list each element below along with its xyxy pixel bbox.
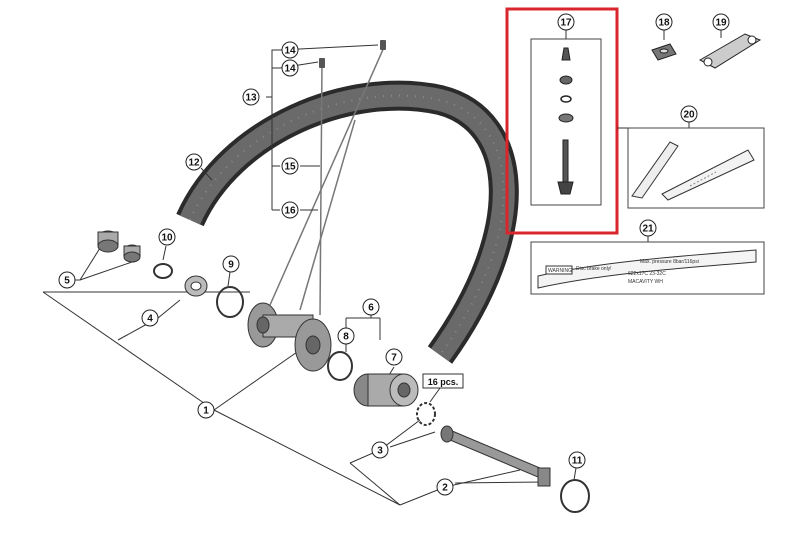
- spoke-nipples: [319, 40, 386, 68]
- leader-lines: [42, 44, 577, 506]
- callout-15: 15: [281, 157, 299, 175]
- rim: [176, 80, 519, 364]
- svg-text:2: 2: [442, 483, 448, 494]
- svg-text:14: 14: [284, 64, 296, 75]
- callouts: 1 2 3 4 5 6 7 8 9 10 11 12 13 14 14 15 1…: [58, 13, 730, 496]
- valve-nut: [559, 75, 573, 85]
- tape-box: [627, 127, 765, 209]
- svg-text:14: 14: [284, 46, 296, 57]
- svg-text:8: 8: [343, 332, 349, 343]
- callout-11: 11: [568, 451, 586, 469]
- svg-text:21: 21: [642, 224, 654, 235]
- rim-tape-roll: [661, 149, 755, 201]
- valve-grommet: [558, 113, 574, 123]
- rim-decal: WARNING Disc brake only! Max. pressure 8…: [537, 249, 757, 289]
- callout-1: 1: [197, 401, 215, 419]
- svg-text:4: 4: [147, 314, 153, 325]
- callout-13: 13: [242, 88, 260, 106]
- callout-6: 6: [362, 298, 380, 316]
- tubeless-valve: [557, 139, 574, 195]
- label-line3: 622x17C 23-32C: [628, 271, 666, 277]
- snap-ring-9: [216, 286, 244, 318]
- freehub-spacer-large: [97, 230, 119, 253]
- svg-text:3: 3: [377, 446, 383, 457]
- svg-text:6: 6: [368, 303, 374, 314]
- freehub-spacer-small: [123, 244, 141, 263]
- svg-text:15: 15: [284, 162, 296, 173]
- callout-12: 12: [185, 153, 203, 171]
- callout-4: 4: [141, 309, 159, 327]
- callout-14b: 14: [281, 59, 299, 77]
- callout-8: 8: [337, 327, 355, 345]
- callout-19: 19: [712, 13, 730, 31]
- rim-tape-piece: [631, 141, 679, 199]
- callout-10: 10: [158, 228, 176, 246]
- svg-text:18: 18: [658, 18, 670, 29]
- freehub-body-7: [353, 373, 419, 407]
- callout-20: 20: [680, 105, 698, 123]
- svg-text:9: 9: [228, 260, 234, 271]
- hub-shell: [247, 302, 332, 372]
- o-ring-8: [327, 351, 353, 381]
- callout-21: 21: [639, 219, 657, 237]
- svg-text:11: 11: [572, 456, 583, 467]
- pawl-ring: [416, 402, 436, 426]
- svg-text:20: 20: [683, 110, 695, 121]
- callout-7: 7: [385, 348, 403, 366]
- o-ring-11: [560, 479, 590, 513]
- label-warning: WARNING: [548, 268, 572, 274]
- svg-text:16: 16: [284, 206, 296, 217]
- callout-14a: 14: [281, 41, 299, 59]
- washer-10: [153, 263, 173, 279]
- axle-2: [440, 425, 551, 487]
- callout-9: 9: [222, 255, 240, 273]
- callout-2: 2: [436, 478, 454, 496]
- callout-3: 3: [371, 441, 389, 459]
- callout-16: 16: [281, 201, 299, 219]
- valve-washer: [560, 95, 572, 103]
- quantity-box: [422, 373, 464, 389]
- highlight-box: [505, 7, 619, 235]
- svg-text:19: 19: [715, 18, 727, 29]
- callout-17: 17: [557, 13, 575, 31]
- svg-text:13: 13: [245, 93, 257, 104]
- warning-badge: [545, 265, 573, 275]
- label-box: [530, 241, 765, 295]
- label-line2: Max. pressure 8bar/116psi: [640, 259, 699, 265]
- label-line1: Disc brake only!: [576, 266, 612, 272]
- svg-text:12: 12: [188, 158, 200, 169]
- svg-text:10: 10: [161, 233, 173, 244]
- svg-text:7: 7: [391, 353, 397, 364]
- svg-text:17: 17: [560, 18, 572, 29]
- svg-text:5: 5: [64, 276, 70, 287]
- label-line4: MACAVITY WH: [628, 279, 663, 285]
- valve-cap: [561, 47, 571, 61]
- spoke-wrench-19: [698, 33, 762, 69]
- callout-5: 5: [58, 271, 76, 289]
- lock-nut-4: [184, 275, 208, 297]
- spoke-quantity: 16 pcs.: [428, 377, 459, 387]
- callout-18: 18: [655, 13, 673, 31]
- rim-spacer-18: [651, 43, 677, 61]
- svg-text:1: 1: [203, 406, 209, 417]
- spokes: [269, 44, 386, 316]
